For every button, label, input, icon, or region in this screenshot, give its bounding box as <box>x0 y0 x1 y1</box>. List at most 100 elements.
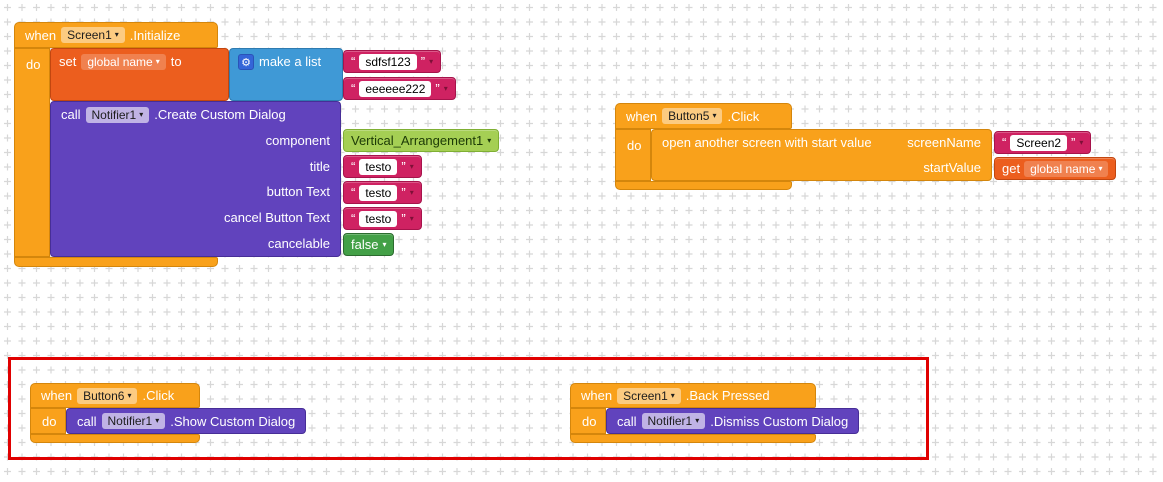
param-row-title: title <box>51 153 340 179</box>
variable-dropdown-global-name[interactable]: global name ▾ <box>1024 160 1109 177</box>
param-label-cancel-button-text: cancel Button Text <box>224 210 330 226</box>
dropdown-value: Screen1 <box>67 28 112 42</box>
when-keyword: when <box>626 108 658 124</box>
dropdown-arrow-icon: ▾ <box>409 162 414 171</box>
open-screen-label: open another screen with start value <box>662 135 872 150</box>
dropdown-arrow-icon: ▾ <box>443 84 448 93</box>
set-keyword: set <box>59 54 77 69</box>
event-block-footer[interactable] <box>615 181 792 190</box>
open-screen-row2: startValue <box>652 155 991 180</box>
component-dropdown-screen1[interactable]: Screen1 ▾ <box>61 27 125 43</box>
event-block-screen1-back-pressed-header[interactable]: when Screen1 ▾ .Back Pressed <box>570 383 816 408</box>
event-block-footer[interactable] <box>570 434 816 443</box>
text-input[interactable]: testo <box>359 184 398 201</box>
event-block-do-spine[interactable]: do <box>570 408 606 434</box>
dropdown-arrow-icon: ▾ <box>127 390 132 400</box>
dropdown-value: Notifier1 <box>647 414 693 428</box>
open-quote: “ <box>351 81 356 96</box>
event-block-do-spine[interactable]: do <box>30 408 66 434</box>
method-name-label: .Create Custom Dialog <box>154 107 286 123</box>
make-a-list-label: make a list <box>259 54 322 69</box>
dropdown-value: Screen1 <box>623 388 668 403</box>
text-input[interactable]: sdfsf123 <box>359 53 417 70</box>
event-block-button5-click-header[interactable]: when Button5 ▾ .Click <box>615 103 792 129</box>
close-quote: ” <box>420 54 426 69</box>
method-name-label: .Show Custom Dialog <box>170 413 296 429</box>
dropdown-arrow-icon: ▾ <box>409 214 414 223</box>
when-keyword: when <box>41 388 73 403</box>
dropdown-arrow-icon: ▾ <box>712 111 717 120</box>
dropdown-arrow-icon: ▾ <box>1079 138 1084 147</box>
set-variable-block[interactable]: set global name ▾ to <box>50 48 229 101</box>
method-name-label: .Dismiss Custom Dialog <box>710 413 849 429</box>
when-keyword: when <box>581 388 613 403</box>
dropdown-value: false <box>351 237 379 252</box>
param-row-button-text: button Text <box>51 179 340 205</box>
text-string-block-cancel-button-text[interactable]: “ testo ” ▾ <box>343 207 422 230</box>
call-keyword: call <box>61 107 81 123</box>
event-block-screen1-initialize-header[interactable]: when Screen1 ▾ .Initialize <box>14 22 218 48</box>
variable-dropdown-global-name[interactable]: global name ▾ <box>81 54 166 70</box>
event-block-do-spine[interactable]: do <box>615 129 651 181</box>
dropdown-arrow-icon: ▾ <box>429 57 434 66</box>
text-input[interactable]: testo <box>359 158 398 175</box>
dropdown-arrow-icon: ▾ <box>695 416 700 425</box>
close-quote: ” <box>401 185 406 200</box>
param-label-component: component <box>265 133 330 148</box>
do-keyword: do <box>26 57 41 72</box>
dropdown-arrow-icon: ▾ <box>114 30 119 39</box>
call-keyword: call <box>617 413 637 429</box>
open-quote: “ <box>351 211 356 226</box>
event-block-footer[interactable] <box>30 434 200 443</box>
text-input[interactable]: testo <box>359 210 398 227</box>
dropdown-arrow-icon: ▾ <box>155 57 160 66</box>
text-string-block-sdfsf123[interactable]: “ sdfsf123 ” ▾ <box>343 50 442 73</box>
component-dropdown-notifier1[interactable]: Notifier1 ▾ <box>641 413 706 429</box>
text-string-block-title[interactable]: “ testo ” ▾ <box>343 155 422 178</box>
mutator-gear-icon[interactable]: ⚙ <box>238 54 254 70</box>
close-quote: ” <box>435 81 440 96</box>
get-keyword: get <box>1002 161 1021 176</box>
event-block-do-spine[interactable]: do <box>14 48 50 257</box>
gear-glyph: ⚙ <box>241 56 251 69</box>
make-a-list-block[interactable]: ⚙ make a list <box>229 48 343 101</box>
dropdown-arrow-icon: ▾ <box>139 109 144 119</box>
close-quote: ” <box>401 211 406 226</box>
to-keyword: to <box>170 54 182 69</box>
text-string-block-button-text[interactable]: “ testo ” ▾ <box>343 181 422 204</box>
get-global-name-block[interactable]: get global name ▾ <box>994 157 1117 180</box>
component-dropdown-notifier1[interactable]: Notifier1 ▾ <box>101 413 166 429</box>
dropdown-arrow-icon: ▾ <box>1098 163 1103 173</box>
call-create-custom-dialog-block[interactable]: call Notifier1 ▾ .Create Custom Dialog c… <box>50 101 341 257</box>
text-input[interactable]: eeeeee222 <box>359 80 432 97</box>
open-screen-row1: open another screen with start value scr… <box>652 130 991 155</box>
event-block-button6-click-header[interactable]: when Button6 ▾ .Click <box>30 383 200 408</box>
text-string-block-screen2[interactable]: “ Screen2 ” ▾ <box>994 131 1092 154</box>
text-input[interactable]: Screen2 <box>1010 134 1068 151</box>
open-quote: “ <box>351 185 356 200</box>
component-dropdown-notifier1[interactable]: Notifier1 ▾ <box>85 106 150 123</box>
param-label-start-value: startValue <box>923 160 981 175</box>
call-dismiss-custom-dialog-block[interactable]: call Notifier1 ▾ .Dismiss Custom Dialog <box>606 408 860 434</box>
param-label-cancelable: cancelable <box>267 235 330 251</box>
param-label-screen-name: screenName <box>907 135 981 150</box>
event-name-label: .Click <box>142 388 175 403</box>
do-keyword: do <box>42 414 57 429</box>
open-quote: “ <box>351 54 356 69</box>
open-another-screen-block[interactable]: open another screen with start value scr… <box>651 129 992 181</box>
event-block-footer[interactable] <box>14 257 218 267</box>
component-dropdown-button6[interactable]: Button6 ▾ <box>77 387 138 404</box>
param-label-title: title <box>309 158 330 174</box>
event-name-label: .Back Pressed <box>685 388 770 403</box>
logic-false-block[interactable]: false ▾ <box>343 233 395 256</box>
dropdown-arrow-icon: ▾ <box>155 416 160 425</box>
component-dropdown-screen1[interactable]: Screen1 ▾ <box>617 387 681 404</box>
text-string-block-eeeeee222[interactable]: “ eeeeee222 ” ▾ <box>343 77 456 100</box>
call-show-custom-dialog-block[interactable]: call Notifier1 ▾ .Show Custom Dialog <box>66 408 307 434</box>
component-getter-block-vertical-arrangement1[interactable]: Vertical_Arrangement1 ▾ <box>343 129 500 152</box>
event-name-label: .Click <box>727 108 760 124</box>
call-keyword: call <box>77 413 97 429</box>
component-dropdown-button5[interactable]: Button5 ▾ <box>662 108 723 124</box>
call-header-row: call Notifier1 ▾ .Create Custom Dialog <box>51 102 340 128</box>
